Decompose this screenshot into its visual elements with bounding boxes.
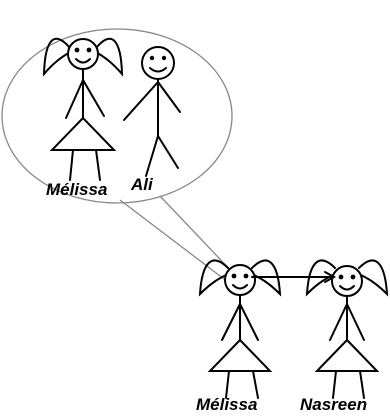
skirt xyxy=(314,338,380,372)
leg-right xyxy=(359,370,365,399)
arm-right xyxy=(157,81,181,113)
arm-right xyxy=(82,79,105,117)
skirt xyxy=(207,338,273,372)
skirt xyxy=(49,116,117,151)
leg-right xyxy=(252,370,259,399)
label-ali: Ali xyxy=(130,175,154,194)
smile xyxy=(149,67,167,73)
leg-right xyxy=(95,149,101,181)
hair-left xyxy=(42,37,71,77)
arm-right xyxy=(346,303,365,341)
leg-left xyxy=(145,135,159,177)
leg-left xyxy=(332,370,337,399)
leg-left xyxy=(69,149,74,181)
head xyxy=(224,264,256,296)
leg-right xyxy=(157,135,179,169)
eye-left xyxy=(338,274,344,280)
arm-right xyxy=(239,303,259,341)
eye-right xyxy=(243,273,249,279)
bubble-connector-left xyxy=(119,199,229,283)
hair-left xyxy=(198,259,229,297)
label-melissa-bottom: Mélissa xyxy=(196,395,257,414)
hair-right xyxy=(251,259,282,297)
eye-right xyxy=(86,47,92,53)
head xyxy=(67,38,99,70)
arm-left xyxy=(123,81,159,121)
eye-right xyxy=(350,274,356,280)
leg-left xyxy=(225,370,230,399)
head xyxy=(331,265,363,297)
bubble-ellipse xyxy=(1,28,233,204)
label-nasreen: Nasreen xyxy=(300,395,367,414)
eye-left xyxy=(149,55,155,61)
head xyxy=(141,46,175,80)
arrow-head xyxy=(324,271,337,283)
figure-melissa-top xyxy=(42,37,124,181)
arm-left xyxy=(65,79,84,119)
arrow-melissa-to-nasreen xyxy=(251,271,337,283)
eye-left xyxy=(231,273,237,279)
label-melissa-top: Mélissa xyxy=(46,180,107,199)
eye-left xyxy=(74,47,80,53)
hair-left xyxy=(305,259,336,297)
hair-right xyxy=(95,37,124,77)
arm-left xyxy=(329,303,348,341)
eye-right xyxy=(161,55,167,61)
smile xyxy=(75,58,91,64)
thought-bubble xyxy=(1,28,237,283)
smile xyxy=(232,284,248,290)
bubble-connector-right xyxy=(159,195,237,277)
figure-ali xyxy=(123,46,181,177)
figure-nasreen xyxy=(305,259,389,399)
figure-melissa-bottom xyxy=(198,259,282,399)
arm-left xyxy=(221,303,241,341)
hair-right xyxy=(358,259,389,297)
smile xyxy=(339,285,355,291)
